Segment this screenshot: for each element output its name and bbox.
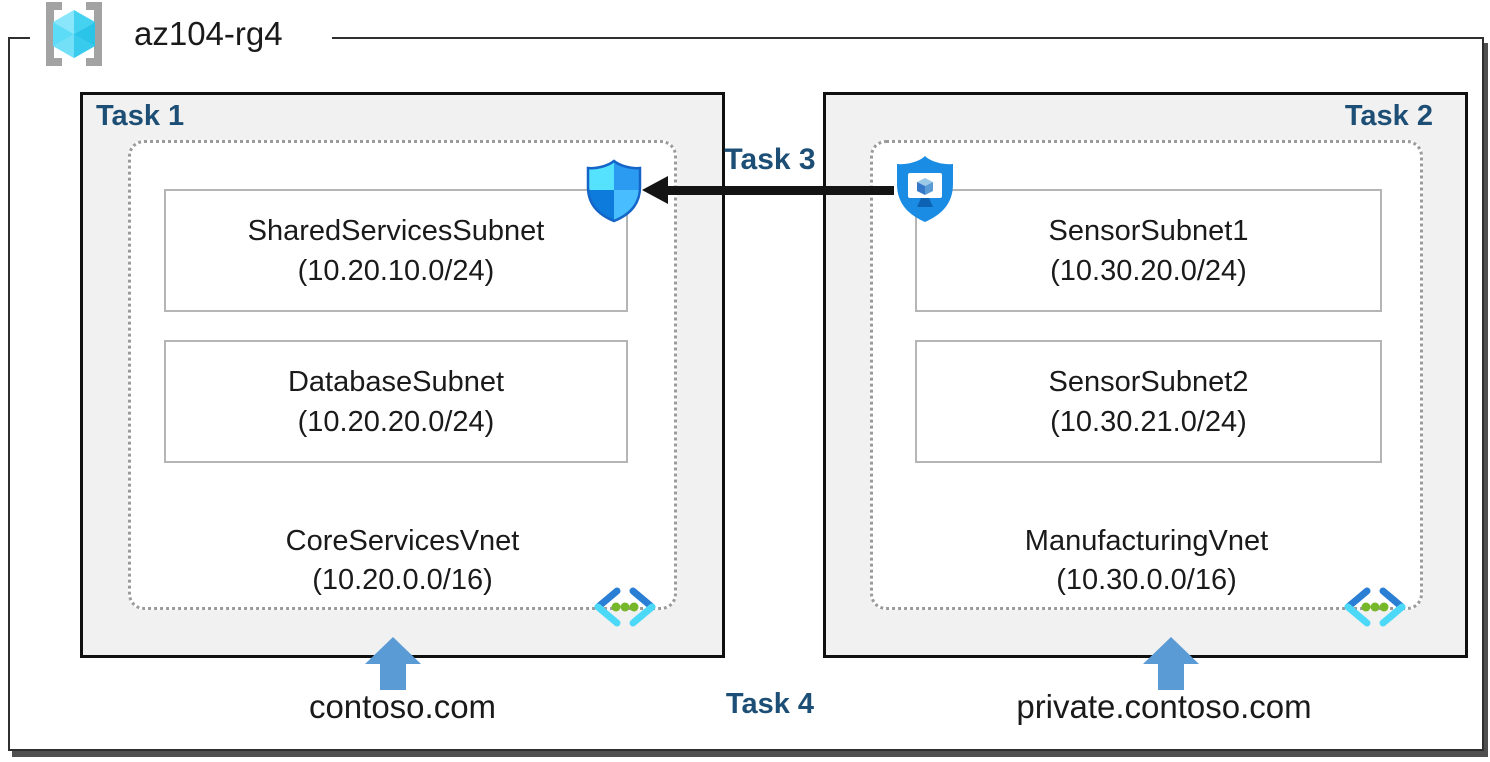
arrow-shaft bbox=[380, 664, 406, 690]
database-subnet-box: DatabaseSubnet (10.20.20.0/24) bbox=[164, 340, 628, 463]
task2-label: Task 2 bbox=[1344, 100, 1433, 132]
manufacturing-vnet-label: ManufacturingVnet (10.30.0.0/16) bbox=[870, 522, 1423, 600]
subnet-name: SensorSubnet2 bbox=[1048, 365, 1249, 398]
sensor-subnet1-box: SensorSubnet1 (10.30.20.0/24) bbox=[915, 189, 1382, 312]
contoso-dns-label: contoso.com bbox=[308, 688, 497, 725]
arrow-head bbox=[365, 637, 421, 664]
resource-group-header: az104-rg4 bbox=[30, 0, 332, 68]
vnet-name: ManufacturingVnet bbox=[1024, 525, 1269, 557]
subnet-name: SensorSubnet1 bbox=[1048, 214, 1249, 247]
subnet-cidr: (10.20.10.0/24) bbox=[297, 254, 495, 287]
subnet-name: DatabaseSubnet bbox=[287, 365, 505, 398]
resource-group-name: az104-rg4 bbox=[134, 15, 283, 52]
dns-arrow-core-services bbox=[365, 637, 421, 690]
shared-services-subnet-box: SharedServicesSubnet (10.20.10.0/24) bbox=[164, 189, 628, 312]
task3-arrow-head bbox=[642, 176, 668, 204]
private-contoso-dns-label: private.contoso.com bbox=[1016, 688, 1312, 725]
arrow-head bbox=[1143, 637, 1199, 664]
vnet-cidr: (10.20.0.0/16) bbox=[312, 564, 493, 596]
task3-label: Task 3 bbox=[724, 143, 816, 176]
task4-label: Task 4 bbox=[725, 688, 815, 720]
vnet-cidr: (10.30.0.0/16) bbox=[1056, 564, 1237, 596]
subnet-cidr: (10.20.20.0/24) bbox=[297, 405, 495, 438]
task1-label: Task 1 bbox=[96, 100, 185, 132]
virtual-network-icon bbox=[1341, 585, 1409, 632]
subnet-cidr: (10.30.21.0/24) bbox=[1050, 405, 1247, 438]
dns-arrow-manufacturing bbox=[1143, 637, 1199, 690]
resource-group-icon bbox=[40, 2, 108, 66]
vnet-name: CoreServicesVnet bbox=[285, 525, 520, 557]
bastion-icon bbox=[892, 154, 958, 229]
virtual-network-icon bbox=[591, 585, 659, 632]
core-services-vnet-label: CoreServicesVnet (10.20.0.0/16) bbox=[128, 522, 677, 600]
task3-arrow-shaft bbox=[666, 186, 894, 195]
sensor-subnet2-box: SensorSubnet2 (10.30.21.0/24) bbox=[915, 340, 1382, 463]
network-security-group-icon bbox=[584, 159, 644, 228]
subnet-cidr: (10.30.20.0/24) bbox=[1050, 254, 1247, 287]
subnet-name: SharedServicesSubnet bbox=[247, 214, 545, 247]
arrow-shaft bbox=[1158, 664, 1184, 690]
